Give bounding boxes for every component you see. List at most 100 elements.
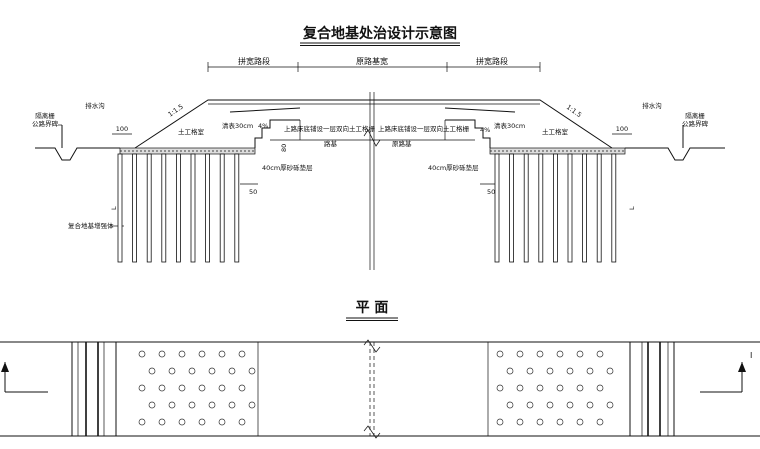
right-geocell-label: 土工格室 [542,127,569,136]
original-width-label: 原路基宽 [356,56,388,66]
left-ditch-label: 排水沟 [85,101,105,110]
piles-left [117,153,240,263]
left-boundary-label: 公路界碑 [32,119,59,128]
pile-cap [516,384,524,392]
right-pct-label: 4% [480,126,490,134]
pile-cap [516,418,524,426]
embankment-outline [134,92,613,270]
left-dim-100: 100 [116,125,128,133]
right-dim-50: 50 [487,188,495,196]
pile-cap [576,350,584,358]
pile-cap [506,367,514,375]
left-dim-l: L [110,206,118,210]
pile [234,153,240,263]
pile-cap [238,418,246,426]
gravel-layer-left [119,147,256,155]
plan-outline [0,339,760,439]
gravel-layer-right [489,147,626,155]
pile-cap [596,384,604,392]
left-pct-label: 4% [258,122,268,130]
pile-cap [188,367,196,375]
pile-cap [178,384,186,392]
pile [553,153,558,263]
pile-cap [556,384,564,392]
pile-cap [168,367,176,375]
pile-cap [218,418,226,426]
pile-cap [576,384,584,392]
pile-cap [218,350,226,358]
plan-title: 平 面 [356,300,389,316]
left-geocell-label: 土工格室 [178,127,205,136]
left-gravel-label: 40cm厚砂砾垫层 [262,163,313,172]
pile [190,153,196,263]
pile [161,153,167,263]
pile [175,153,181,263]
pile [509,153,515,263]
left-geogrid-label: 上路床底铺设一层双向土工格栅 [284,124,376,133]
pile-cap [506,401,514,409]
pile-cap [596,350,604,358]
section-mark-label: I [750,351,752,360]
pile-cap [158,350,166,358]
pile-label: 复合地基增强体 [68,221,114,230]
pile [538,153,544,263]
pile-cap [586,367,594,375]
pile-cap [526,367,534,375]
right-fence-label: 隔离栅 [685,111,705,120]
pile-cap [576,418,584,426]
pile-cap [158,418,166,426]
pile-cap [546,401,554,409]
pile [582,153,587,263]
pile-cap [218,384,226,392]
pile-cap [178,350,186,358]
pile-cap [148,367,156,375]
pile-cap [188,401,196,409]
pile-cap [228,401,236,409]
right-dim-100: 100 [616,125,628,133]
pile-cap [586,401,594,409]
pile [596,153,602,263]
pile-cap [208,401,216,409]
right-slope-label: 1:1.5 [565,103,583,119]
left-fence-label: 隔离栅 [35,111,55,120]
top-dimension-line [207,62,541,72]
pile-cap [496,418,504,426]
pile [494,153,500,263]
pile-cap [208,367,216,375]
right-dim-l: L [628,206,636,210]
pile-cap [138,384,146,392]
widen-left-label: 拼宽路段 [238,56,270,66]
pile [117,153,123,263]
section-marker-right [700,362,746,393]
pile-cap [496,384,504,392]
pile-cap [536,350,544,358]
right-clear-label: 清表30cm [494,121,525,130]
pile-cap [138,418,146,426]
pile-cap [566,401,574,409]
pile [611,153,617,263]
pile-cap [228,367,236,375]
pile [219,153,225,263]
pile-cap [198,350,206,358]
right-gravel-label: 40cm厚砂砾垫层 [428,163,479,172]
left-roadbed-label: 路基 [324,139,338,148]
section-marker-left [1,362,48,393]
right-boundary-label: 公路界碑 [682,119,709,128]
left-dim-80: 80 [280,144,288,152]
pile-cap [516,350,524,358]
ground-line-left [35,124,120,161]
drawing-title: 复合地基处治设计示意图 [302,25,457,42]
pile-cap [526,401,534,409]
pile-cap [158,384,166,392]
pile-cap [248,401,256,409]
pile-cap [198,384,206,392]
ground-line-right [625,125,725,161]
pile-cap [596,418,604,426]
pile-grid-left [138,350,256,426]
pile-grid-right [496,350,614,426]
pile [523,153,529,263]
pile-cap [546,367,554,375]
pile-cap [138,350,146,358]
widen-right-label: 拼宽路段 [476,56,508,66]
